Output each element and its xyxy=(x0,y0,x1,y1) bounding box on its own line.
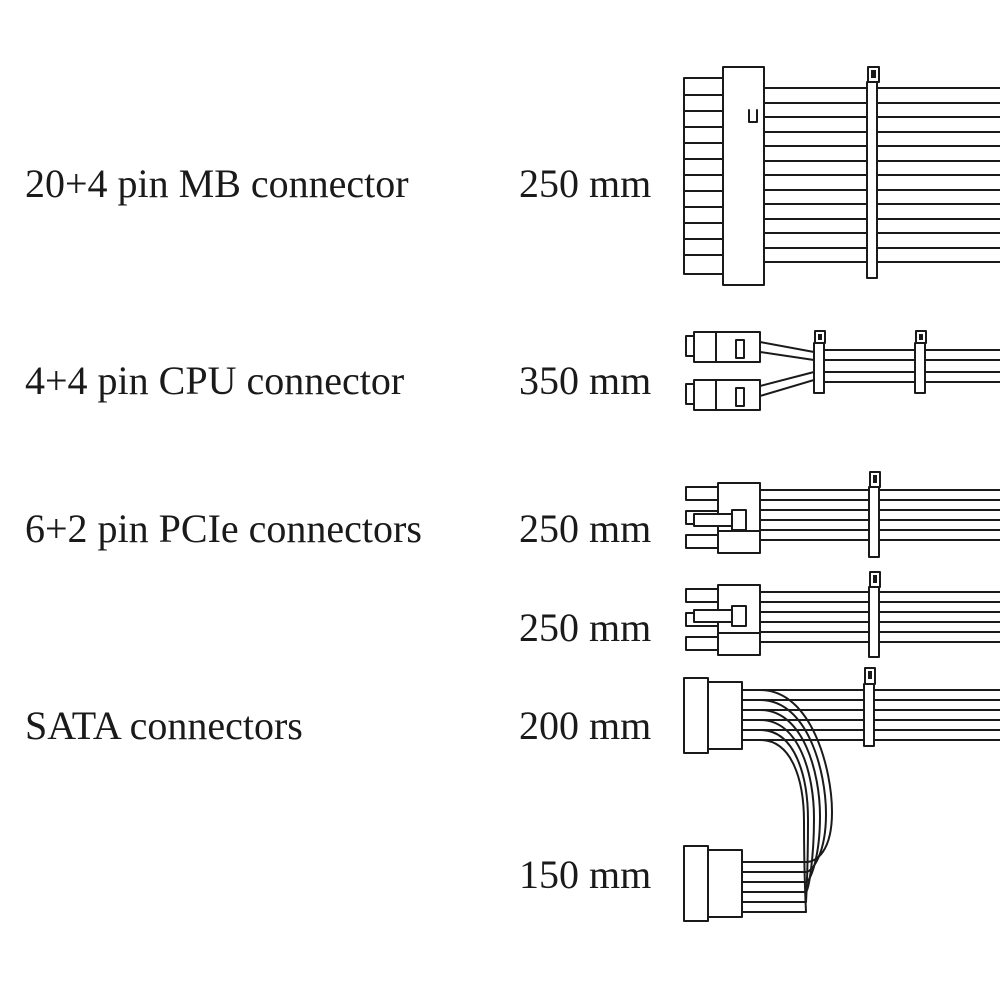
cpu-connector-label: 4+4 pin CPU connector xyxy=(25,358,405,403)
cpu-cable-tie-1 xyxy=(814,331,825,393)
cpu-connector-drawing xyxy=(686,331,1000,410)
sata-connector-drawing xyxy=(684,668,1000,921)
mb-length-label: 250 mm xyxy=(519,161,652,206)
pcie-length-label-2: 250 mm xyxy=(519,605,652,650)
cpu-connector-wires xyxy=(760,342,1000,396)
sata-second-plug-wires xyxy=(742,862,806,912)
sata-cable-tie xyxy=(864,668,875,746)
mb-connector-drawing xyxy=(684,67,1000,285)
sata-length-label-1: 200 mm xyxy=(519,703,652,748)
cpu-cable-tie-2 xyxy=(915,331,926,393)
sata-plug-2 xyxy=(684,846,742,921)
pcie-connector-drawing-1 xyxy=(686,472,1000,557)
sata-connector-label: SATA connectors xyxy=(25,703,303,748)
mb-connector-plug xyxy=(684,67,764,285)
sata-length-label-2: 150 mm xyxy=(519,852,652,897)
pcie-cable-tie-1 xyxy=(869,472,880,557)
pcie-length-label-1: 250 mm xyxy=(519,506,652,551)
mb-cable-tie xyxy=(867,67,879,278)
pcie-connector-label: 6+2 pin PCIe connectors xyxy=(25,506,422,551)
cpu-connector-plug-top xyxy=(686,332,760,362)
pcie-connector-drawing-2 xyxy=(686,572,1000,657)
mb-connector-wires xyxy=(764,88,1000,262)
cpu-length-label: 350 mm xyxy=(519,358,652,403)
sata-plug-1 xyxy=(684,678,742,753)
pcie-cable-tie-2 xyxy=(869,572,880,657)
cpu-connector-plug-bottom xyxy=(686,380,760,410)
mb-connector-label: 20+4 pin MB connector xyxy=(25,161,409,206)
sata-loop-wires xyxy=(760,690,832,912)
